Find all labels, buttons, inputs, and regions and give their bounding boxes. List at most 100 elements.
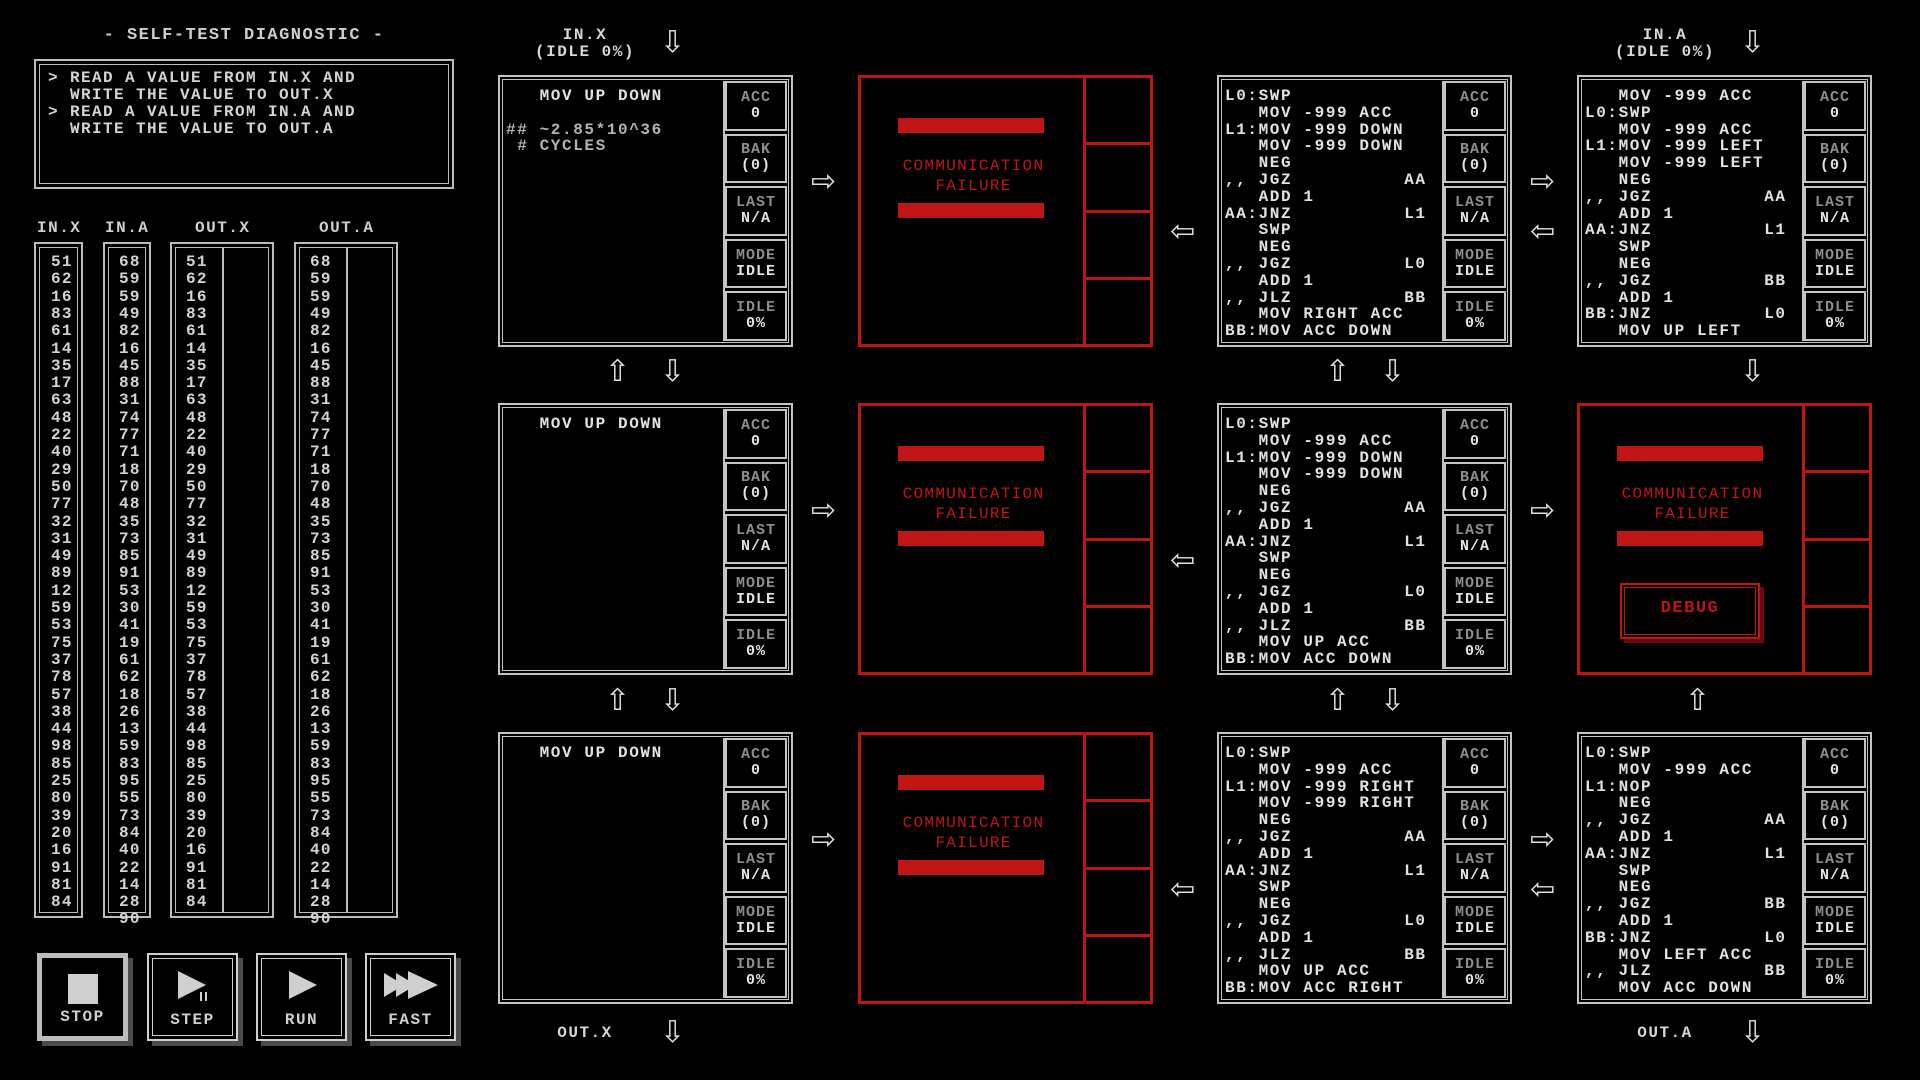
list-value: 91	[310, 564, 332, 583]
list-value: 59	[51, 599, 73, 617]
list-value: 59	[310, 270, 332, 289]
code-line: MOV LEFT ACC	[1585, 945, 1754, 964]
list-value: 80	[51, 789, 73, 808]
list-value: 55	[119, 789, 141, 808]
list-value: 18	[310, 685, 332, 704]
list-value: 16	[186, 841, 208, 860]
communication-failure-text: COMMUNICATION FAILURE	[902, 157, 1045, 195]
failure-panel: COMMUNICATION FAILURE	[861, 78, 1086, 344]
code-line: ,, JGZ AA	[1225, 827, 1427, 846]
failure-bar	[1617, 531, 1763, 546]
list-value: 90	[310, 910, 332, 929]
code-line: NEG	[1225, 895, 1293, 914]
arrow-right-icon: ⇨	[811, 493, 837, 528]
code-line: MOV -999 DOWN	[1225, 465, 1405, 484]
step-button[interactable]: STEP	[147, 953, 238, 1041]
list-value: 59	[310, 737, 332, 756]
code-line: ADD 1	[1585, 911, 1675, 930]
list-value: 83	[310, 754, 332, 773]
code-editor[interactable]: MOV UP DOWN ## ~2.85*10^36 # CYCLES	[504, 81, 725, 341]
register-value: (0)	[740, 485, 771, 503]
register-value: 0	[1829, 104, 1840, 122]
register-value: N/A	[740, 866, 771, 884]
register-value: (0)	[740, 814, 771, 832]
code-line: MOV ACC DOWN	[1585, 979, 1754, 998]
list-value: 88	[119, 374, 141, 393]
run-button[interactable]: RUN	[256, 953, 347, 1041]
code-line: NEG	[1585, 794, 1653, 813]
list-value: 16	[51, 841, 73, 860]
list-value: 71	[119, 443, 141, 462]
list-value: 45	[310, 356, 332, 375]
list-value: 38	[51, 702, 73, 721]
debug-button[interactable]: DEBUG	[1620, 583, 1760, 639]
list-value: 95	[119, 772, 141, 790]
list-value: 39	[51, 806, 73, 825]
list-value: 48	[119, 495, 141, 514]
list-value: 51	[186, 253, 208, 271]
list-value: 41	[310, 616, 332, 635]
register-value: 0%	[745, 643, 766, 661]
arrow-left-icon: ⇦	[1170, 872, 1196, 907]
register-label: BAK	[740, 141, 771, 159]
list-value: 84	[119, 823, 141, 842]
stop-button[interactable]: STOP	[37, 953, 128, 1041]
list-value: 22	[119, 858, 141, 877]
register-label: ACC	[1459, 416, 1490, 434]
register-bak: BAK(0)	[1444, 461, 1506, 512]
register-label: LAST	[1454, 521, 1495, 539]
code-line: L0:SWP	[1225, 87, 1293, 105]
list-value: 78	[186, 668, 208, 687]
puzzle-title: - SELF-TEST DIAGNOSTIC -	[103, 26, 385, 45]
code-editor[interactable]: MOV UP DOWN	[504, 409, 725, 669]
list-value: 61	[119, 650, 141, 669]
register-bak: BAK(0)	[1804, 790, 1866, 841]
list-value: 41	[119, 616, 141, 635]
register-label: IDLE	[735, 627, 776, 645]
register-panel	[1083, 406, 1150, 672]
list-value: 57	[186, 685, 208, 704]
list-value: 51	[51, 253, 73, 271]
list-value: 59	[119, 737, 141, 756]
register-label: IDLE	[735, 956, 776, 974]
list-value: 77	[119, 426, 141, 444]
list-value: 73	[119, 806, 141, 825]
register-label: LAST	[1454, 850, 1495, 868]
code-editor[interactable]: MOV UP DOWN	[504, 738, 725, 998]
code-line: NEG	[1225, 811, 1293, 830]
list-value: 22	[186, 426, 208, 444]
list-value: 31	[310, 391, 332, 410]
code-line: NEG	[1585, 254, 1653, 273]
empty-register-cell	[1802, 406, 1869, 474]
empty-register-cell	[1083, 280, 1150, 344]
list-value: 53	[51, 616, 73, 635]
list-value: 80	[186, 789, 208, 808]
code-line: MOV -999 LEFT	[1585, 154, 1765, 173]
register-value: 0%	[1824, 972, 1845, 990]
code-line: MOV -999 ACC	[1585, 760, 1754, 779]
list-value: 16	[51, 287, 73, 306]
fast-button[interactable]: FAST	[365, 953, 456, 1041]
arrow-down-icon: ⇩	[660, 1015, 686, 1050]
code-line: SWP	[1585, 861, 1653, 880]
code-line: ADD 1	[1225, 187, 1315, 206]
button-label: FAST	[388, 1011, 433, 1029]
